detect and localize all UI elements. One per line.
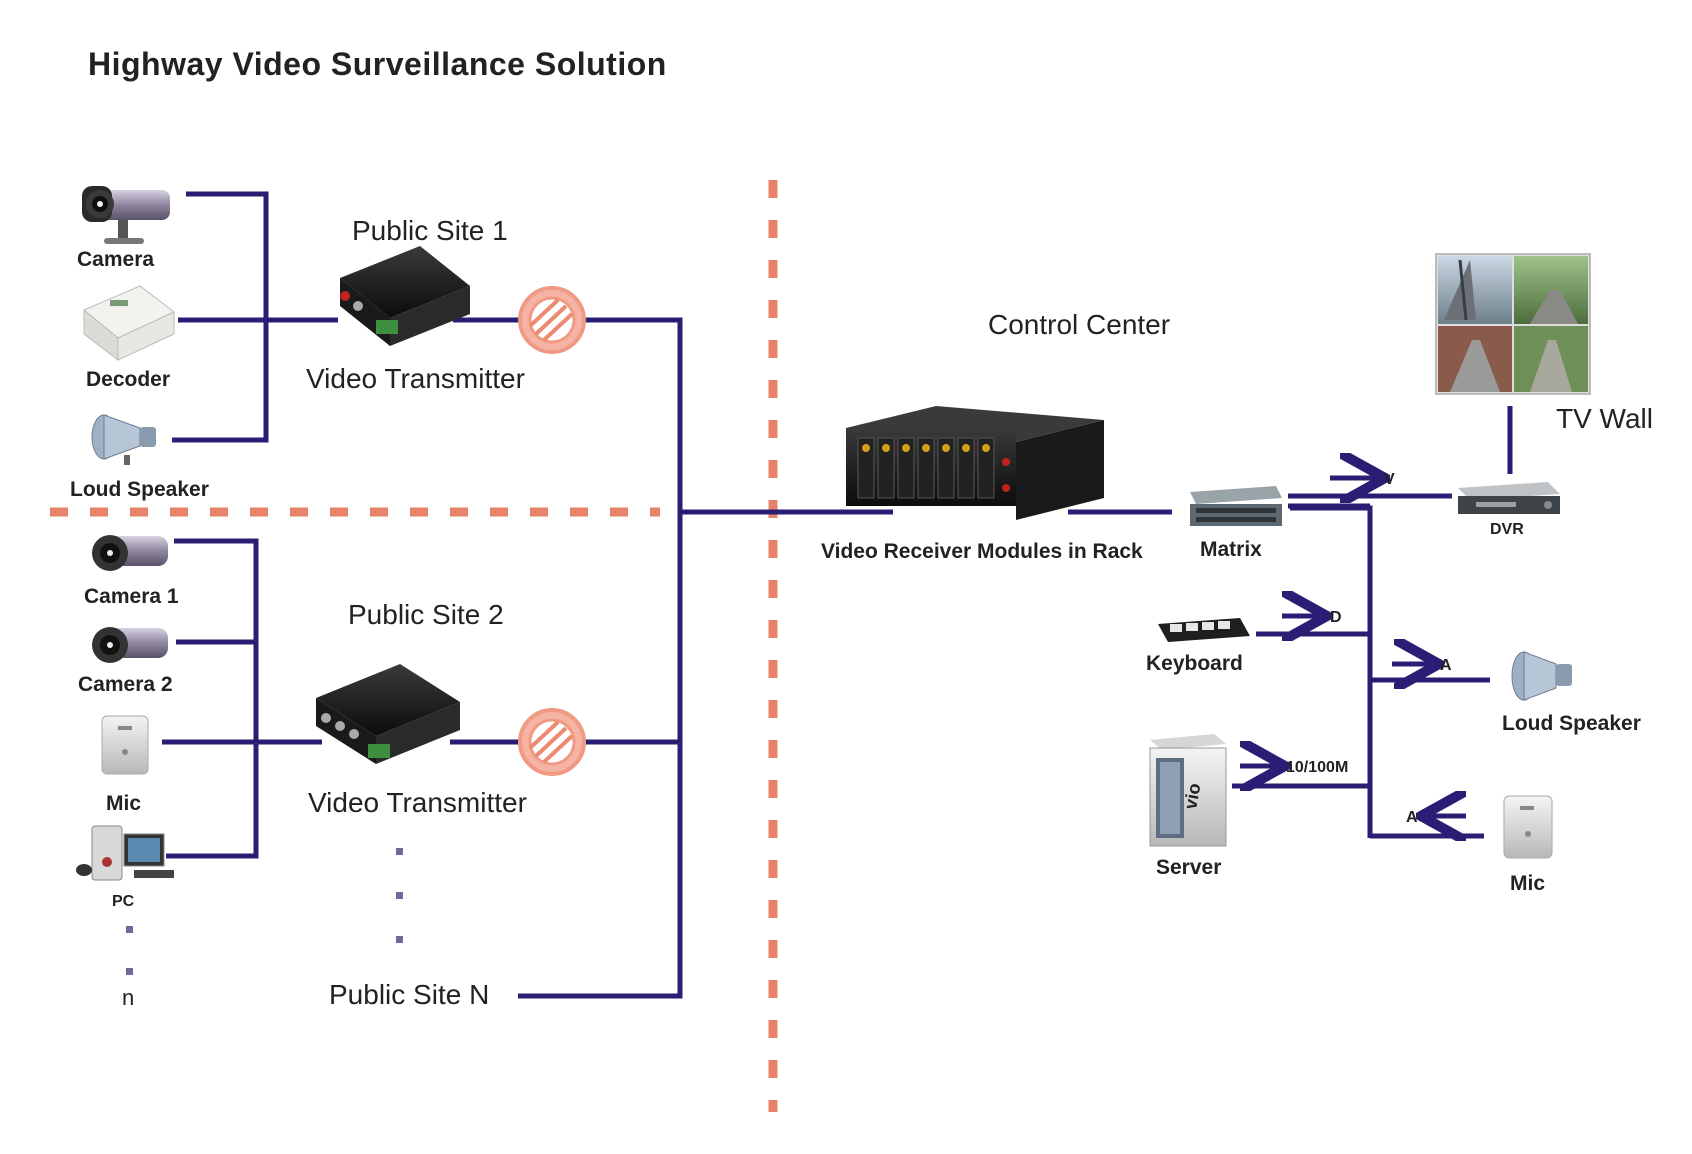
matrix-icon <box>1190 486 1282 526</box>
video-receiver-rack-icon <box>846 406 1104 520</box>
camera-1-label: Camera 1 <box>84 585 179 608</box>
ellipsis-dot <box>396 848 403 855</box>
mic-icon <box>101 715 149 775</box>
fiber-link-2-icon <box>518 708 586 776</box>
audio-in-signal-label: A <box>1406 809 1418 826</box>
camera-2-icon <box>92 627 168 663</box>
decoder-label: Decoder <box>86 368 170 391</box>
video-transmitter-1-label: Video Transmitter <box>306 363 525 394</box>
server-icon: vio <box>1149 734 1227 847</box>
camera-1-icon <box>92 535 168 571</box>
control-mic-label: Mic <box>1510 872 1545 895</box>
video-signal-label: V <box>1384 471 1395 488</box>
pc-label: PC <box>112 893 135 910</box>
audio-out-signal-label: A <box>1440 657 1452 674</box>
diagram-title: Highway Video Surveillance Solution <box>88 46 667 82</box>
control-center: Control Center Video Receiver Modules in… <box>821 253 1653 895</box>
ellipsis-dot <box>396 936 403 943</box>
decoder-icon <box>83 285 175 362</box>
fiber-link-1-icon <box>518 286 586 354</box>
keyboard-label: Keyboard <box>1146 652 1243 675</box>
ellipsis-dot <box>396 892 403 899</box>
matrix-label: Matrix <box>1200 538 1262 561</box>
camera-label: Camera <box>77 248 154 271</box>
tv-wall-icon <box>1435 253 1591 395</box>
loud-speaker-label: Loud Speaker <box>70 478 209 501</box>
ellipsis-dot <box>126 926 133 933</box>
data-signal-label: D <box>1330 609 1342 626</box>
ellipsis-dot <box>126 968 133 975</box>
loud-speaker-icon <box>91 414 156 465</box>
network-signal-label: 10/100M <box>1286 759 1348 776</box>
public-site-n: Public Site N <box>329 512 683 1010</box>
more-devices-label: n <box>122 985 134 1010</box>
video-transmitter-2-label: Video Transmitter <box>308 787 527 818</box>
public-site-1: Camera Decoder Loud Speaker Public Site … <box>70 186 683 512</box>
video-receiver-label: Video Receiver Modules in Rack <box>821 540 1143 563</box>
public-site-n-title: Public Site N <box>329 979 489 1010</box>
tv-wall-label: TV Wall <box>1556 403 1653 434</box>
public-site-2: Camera 1 Camera 2 Mic PC n <box>76 535 680 1010</box>
control-loud-speaker-label: Loud Speaker <box>1502 712 1641 735</box>
public-site-1-title: Public Site 1 <box>352 215 508 246</box>
public-site-2-title: Public Site 2 <box>348 599 504 630</box>
camera-icon <box>82 186 170 244</box>
server-label: Server <box>1156 856 1221 879</box>
keyboard-icon <box>1158 618 1250 642</box>
control-center-title: Control Center <box>988 309 1170 340</box>
control-mic-icon <box>1503 795 1553 859</box>
pc-icon <box>76 825 174 881</box>
dvr-icon <box>1458 482 1560 514</box>
video-transmitter-1-icon <box>340 246 470 346</box>
camera-2-label: Camera 2 <box>78 673 173 696</box>
mic-label: Mic <box>106 792 141 815</box>
dvr-label: DVR <box>1490 521 1524 538</box>
svg-text:vio: vio <box>1180 782 1204 811</box>
video-transmitter-2-icon <box>316 664 460 764</box>
control-loud-speaker-icon <box>1511 651 1572 701</box>
